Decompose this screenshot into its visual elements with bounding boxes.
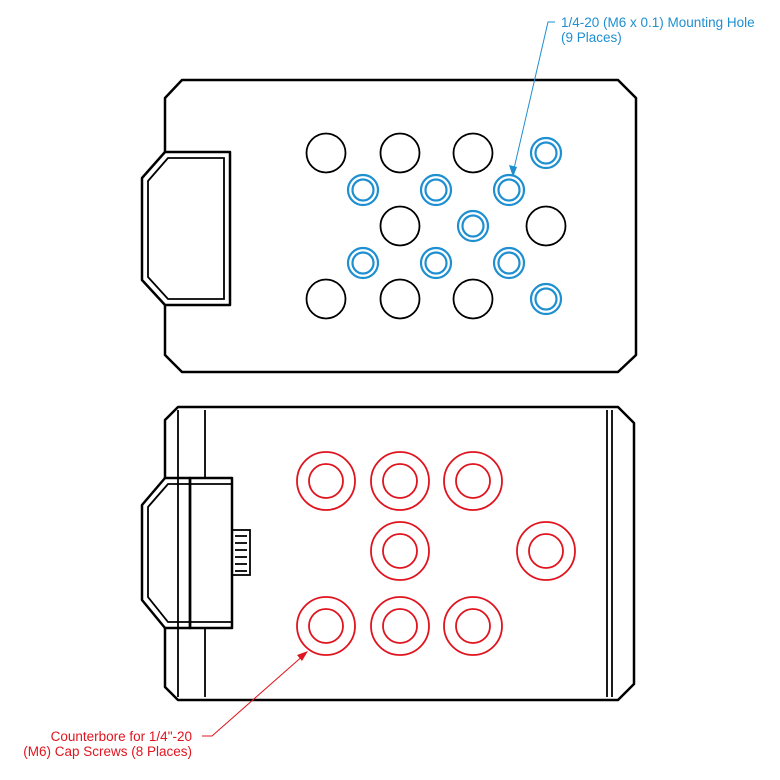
counterbore-outer <box>443 451 503 511</box>
adjustment-screw <box>231 529 251 576</box>
mounting-hole-callout-line2: (9 Places) <box>561 30 622 45</box>
counterbore-outer <box>516 521 576 581</box>
mounting-hole-outer <box>456 209 490 243</box>
plain-hole <box>525 205 567 247</box>
adjustment-screw-body <box>231 529 251 576</box>
counterbore-leader-arrow <box>297 651 308 661</box>
mounting-hole-outer <box>419 246 453 280</box>
mounting-hole-leader-line <box>512 21 555 174</box>
plain-hole <box>379 132 421 174</box>
plain-hole <box>379 205 421 247</box>
plain-hole-group <box>305 132 567 320</box>
mounting-hole-outer <box>419 173 453 207</box>
mounting-hole-group <box>346 136 563 316</box>
bottom-clamp-jaw-inner <box>147 483 191 623</box>
counterbore-outer <box>296 451 356 511</box>
counterbore-inner <box>382 463 418 499</box>
counterbore-callout-line2: (M6) Cap Screws (8 Places) <box>23 744 192 759</box>
top-clamp-jaw <box>140 151 166 306</box>
counterbore-inner <box>382 608 418 644</box>
counterbore-outer <box>296 596 356 656</box>
counterbore-inner <box>308 463 344 499</box>
mounting-hole-callout-line1: 1/4-20 (M6 x 0.1) Mounting Hole <box>561 15 755 30</box>
counterbore-inner <box>308 608 344 644</box>
bottom-clamp-block <box>188 476 234 630</box>
mounting-hole-inner <box>351 178 375 202</box>
counterbore-inner <box>455 463 491 499</box>
plain-hole <box>452 132 494 174</box>
counterbore-inner <box>382 533 418 569</box>
mounting-hole-inner <box>534 287 558 311</box>
plain-hole <box>305 278 347 320</box>
counterbore-callout-line1: Counterbore for 1/4"-20 <box>50 729 192 744</box>
mounting-hole-inner <box>461 214 485 238</box>
counterbore-callout: Counterbore for 1/4"-20 (M6) Cap Screws … <box>20 729 192 759</box>
plain-hole <box>379 278 421 320</box>
mounting-hole-inner <box>497 178 521 202</box>
bottom-view <box>140 405 636 737</box>
mounting-hole-outer <box>346 173 380 207</box>
plain-hole <box>305 132 347 174</box>
counterbore-outer <box>370 596 430 656</box>
mounting-hole-inner <box>534 141 558 165</box>
counterbore-outer <box>370 451 430 511</box>
counterbore-group <box>296 451 576 656</box>
mounting-hole-inner <box>424 178 448 202</box>
counterbore-leader-line <box>202 653 306 737</box>
mounting-hole-leader-arrow <box>509 165 517 177</box>
mounting-hole-inner <box>351 251 375 275</box>
counterbore-inner <box>455 608 491 644</box>
mounting-hole-inner <box>424 251 448 275</box>
bottom-clamp-jaw <box>140 477 166 629</box>
top-view <box>140 21 638 374</box>
counterbore-outer <box>370 521 430 581</box>
counterbore-inner <box>528 533 564 569</box>
mounting-hole-outer <box>529 136 563 170</box>
mounting-hole-outer <box>529 282 563 316</box>
mounting-hole-outer <box>346 246 380 280</box>
mounting-hole-outer <box>492 246 526 280</box>
top-clamp-jaw-inner <box>147 157 225 300</box>
mounting-hole-inner <box>497 251 521 275</box>
plain-hole <box>452 278 494 320</box>
mounting-hole-outer <box>492 173 526 207</box>
mounting-hole-callout: 1/4-20 (M6 x 0.1) Mounting Hole (9 Place… <box>561 15 755 45</box>
counterbore-outer <box>443 596 503 656</box>
